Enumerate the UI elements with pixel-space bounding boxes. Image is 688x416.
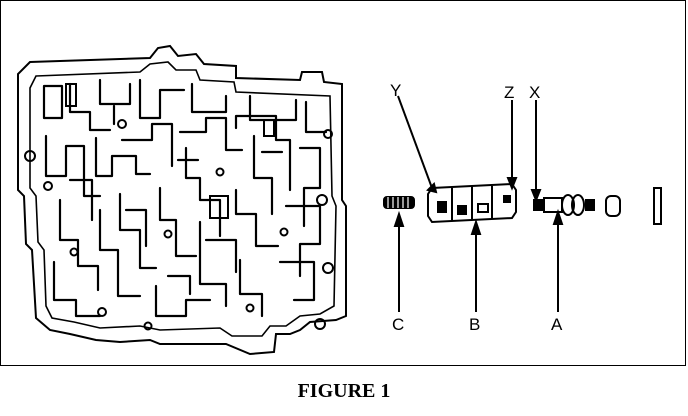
plug-part-a [533, 194, 595, 216]
retainer-clip [653, 187, 662, 225]
label-c: C [392, 315, 404, 334]
label-z: Z [504, 83, 514, 102]
valve-body-passages [42, 78, 328, 318]
valve-body-holes [24, 83, 334, 331]
label-y: Y [390, 81, 401, 100]
label-b: B [469, 315, 480, 334]
label-x: X [529, 83, 540, 102]
spring-part-c [383, 196, 415, 209]
leader-arrows [393, 95, 564, 312]
figure-caption: FIGURE 1 [297, 380, 391, 402]
figure-frame [0, 0, 686, 366]
label-a: A [551, 315, 563, 334]
valve-part-b [427, 182, 517, 224]
end-plug [605, 195, 621, 217]
valve-body-plate [17, 44, 347, 356]
valve-body-diagram: Y Z X C B A [17, 44, 662, 356]
